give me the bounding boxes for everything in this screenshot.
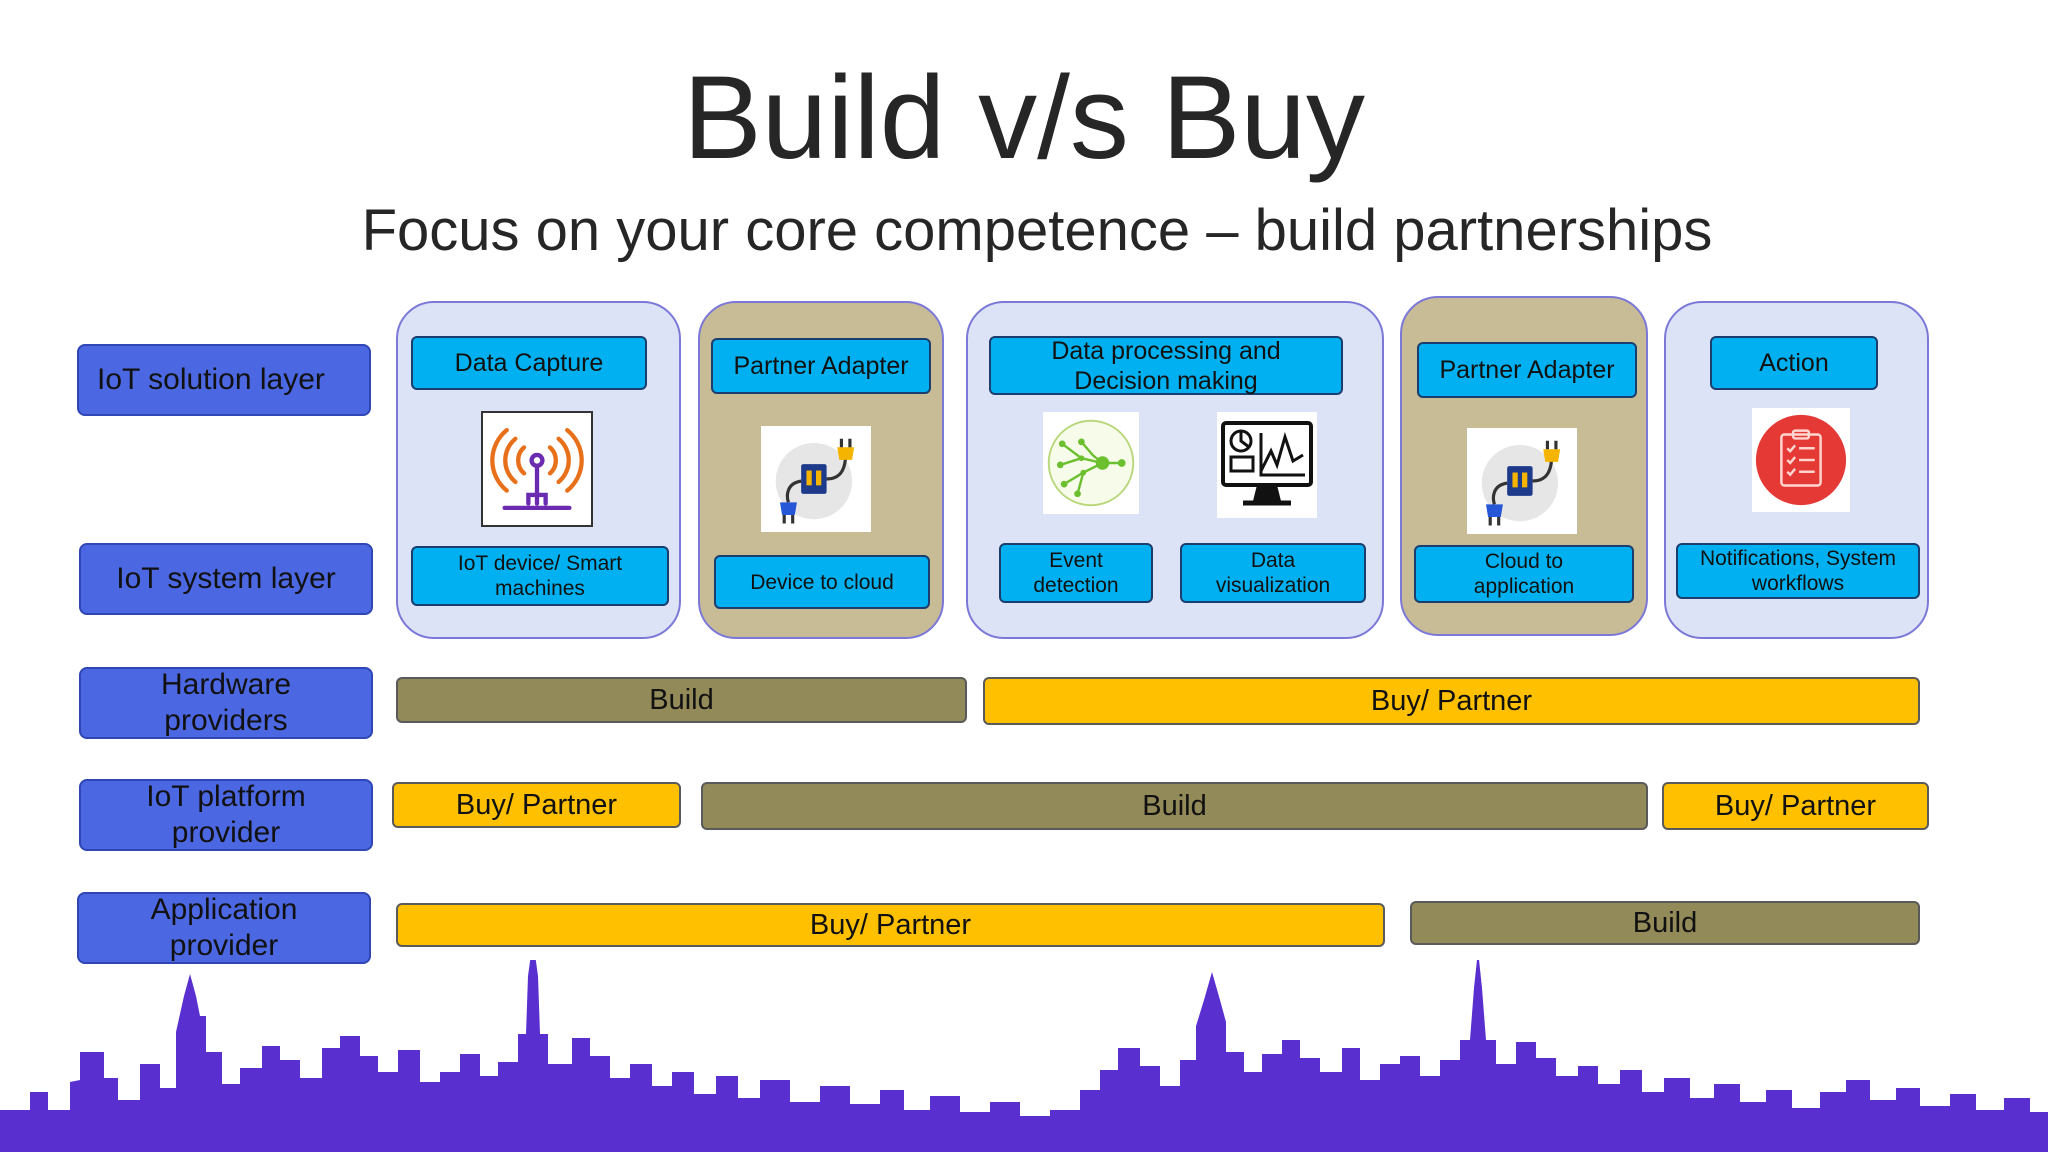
platform-build-bar: Build: [701, 782, 1648, 830]
hardware-build-bar: Build: [396, 677, 967, 723]
partner-adapter-device-sublabel: Device to cloud: [714, 555, 930, 609]
cloud-to-application-label: Cloud to application: [1414, 545, 1634, 603]
layer-application-provider: Application provider: [77, 892, 371, 964]
slide-subtitle: Focus on your core competence – build pa…: [361, 198, 1713, 263]
data-visualization-label: Data visualization: [1180, 543, 1366, 603]
partner-adapter-device-label: Partner Adapter: [711, 338, 931, 394]
data-capture-label: Data Capture: [411, 336, 647, 390]
partner-adapter-cloud-label: Partner Adapter: [1417, 342, 1637, 398]
checklist-icon: [1752, 408, 1850, 512]
plug-adapter-icon: [761, 426, 871, 532]
slide-title: Build v/s Buy: [682, 52, 1366, 184]
data-processing-label: Data processing and Decision making: [989, 336, 1343, 395]
layer-iot-system: IoT system layer: [79, 543, 373, 615]
platform-buy-bar-left: Buy/ Partner: [392, 782, 681, 828]
layer-hardware-providers: Hardware providers: [79, 667, 373, 739]
layer-iot-platform-provider: IoT platform provider: [79, 779, 373, 851]
platform-buy-bar-right: Buy/ Partner: [1662, 782, 1929, 830]
plug-adapter-icon: [1467, 428, 1577, 534]
action-label: Action: [1710, 336, 1878, 390]
city-skyline-graphic: [0, 960, 2048, 1152]
monitor-chart-icon: [1217, 412, 1317, 518]
layer-iot-solution: IoT solution layer: [77, 344, 371, 416]
event-detection-label: Event detection: [999, 543, 1153, 603]
application-buy-bar: Buy/ Partner: [396, 903, 1385, 947]
network-node-icon: [1043, 412, 1139, 514]
hardware-buy-bar: Buy/ Partner: [983, 677, 1920, 725]
notifications-workflows-label: Notifications, System workflows: [1676, 543, 1920, 599]
application-build-bar: Build: [1410, 901, 1920, 945]
data-capture-sublabel: IoT device/ Smart machines: [411, 546, 669, 606]
antenna-icon: [481, 411, 593, 527]
